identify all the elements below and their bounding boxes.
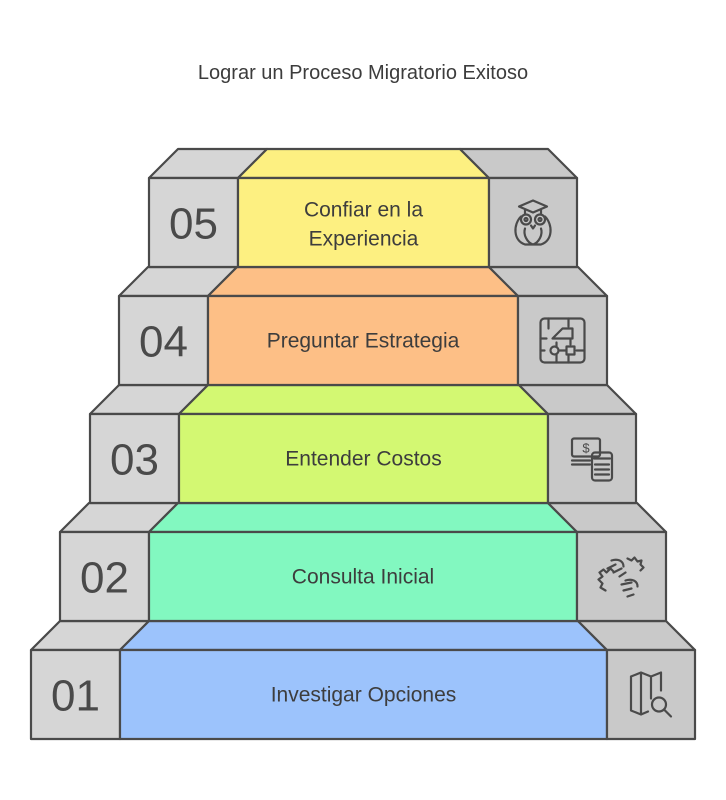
svg-text:$: $	[582, 441, 590, 456]
step-label: Consulta Inicial	[292, 566, 434, 589]
step-icon-box	[516, 294, 609, 387]
map-search-icon	[629, 671, 673, 718]
step-03: 03 Entender Costos $	[88, 383, 638, 505]
step-center-top-face	[236, 147, 491, 180]
step-label-line: Confiar en la	[304, 199, 423, 222]
step-label-line: Experiencia	[309, 228, 419, 251]
step-label: Entender Costos	[285, 448, 441, 471]
step-label: Preguntar Estrategia	[267, 330, 460, 353]
step-number: 04	[139, 318, 188, 367]
handshake-icon	[597, 556, 645, 598]
step-04: 04 Preguntar Estrategia	[117, 265, 609, 387]
step-icon-box	[575, 530, 668, 623]
step-icon-box	[487, 176, 579, 269]
step-label: Investigar Opciones	[271, 684, 457, 707]
step-label-box	[236, 176, 491, 269]
step-number: 02	[80, 554, 129, 603]
step-center-top-face	[177, 383, 550, 416]
step-center-top-face	[147, 501, 579, 534]
owl-graduate-icon	[514, 199, 552, 246]
diagram-title: Lograr un Proceso Migratorio Exitoso	[197, 62, 529, 84]
flowchart-icon	[539, 317, 586, 364]
step-02: 02 Consulta Inicial	[58, 501, 668, 623]
money-calculator-icon: $	[570, 437, 614, 482]
step-number: 05	[169, 200, 218, 249]
step-center-top-face	[206, 265, 520, 298]
step-number: 01	[51, 672, 100, 721]
step-number: 03	[110, 436, 159, 485]
step-center-top-face	[118, 619, 609, 652]
step-01: 01 Investigar Opciones	[29, 619, 697, 741]
step-05: 05 Confiar en la Experiencia	[147, 147, 579, 269]
